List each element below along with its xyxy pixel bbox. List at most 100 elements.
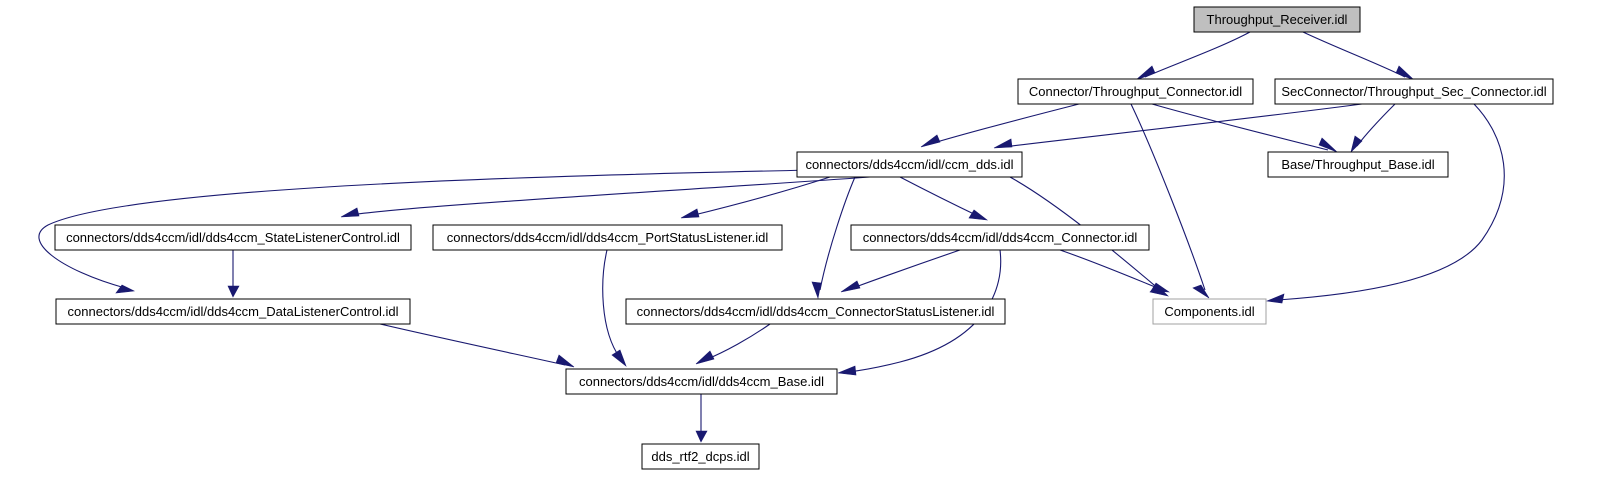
edges-layer (38, 31, 1505, 443)
node-box[interactable] (54, 224, 412, 251)
arrowhead-icon (1265, 293, 1285, 304)
edge-dds4ccm_connector-to-components (1059, 249, 1171, 293)
node-label: SecConnector/Throughput_Sec_Connector.id… (1281, 84, 1546, 99)
edge-line (689, 176, 831, 217)
edge-line (819, 176, 856, 291)
arrowhead-icon (1395, 65, 1415, 81)
edge-data_listener_control-to-dds4ccm_base (379, 323, 575, 368)
edge-line (849, 249, 961, 290)
node-box[interactable] (1274, 78, 1554, 105)
node-connector_status_listener[interactable]: connectors/dds4ccm/idl/dds4ccm_Connector… (625, 298, 1006, 325)
arrowhead-icon (555, 354, 575, 368)
node-state_listener_control[interactable]: connectors/dds4ccm/idl/dds4ccm_StateList… (54, 224, 412, 251)
edge-line (1059, 249, 1161, 290)
node-port_status_listener[interactable]: connectors/dds4ccm/idl/dds4ccm_PortStatu… (432, 224, 783, 251)
node-box[interactable] (850, 224, 1150, 251)
edge-root-to-secconnector_throughput (1302, 31, 1415, 81)
edge-connector_throughput-to-throughput_base (1151, 103, 1338, 153)
edge-line (1144, 31, 1251, 78)
node-label: connectors/dds4ccm/idl/dds4ccm_PortStatu… (447, 230, 769, 245)
arrowhead-icon (115, 284, 136, 294)
arrowhead-icon (993, 138, 1013, 149)
edge-connector_throughput-to-ccm_dds (920, 103, 1080, 148)
arrowhead-icon (695, 350, 715, 365)
node-label: connectors/dds4ccm/idl/ccm_dds.idl (805, 157, 1013, 172)
edge-line (349, 176, 871, 216)
edge-secconnector_throughput-to-throughput_base (1350, 103, 1396, 153)
nodes-layer: Throughput_Receiver.idlConnector/Through… (54, 6, 1554, 470)
node-label: Throughput_Receiver.idl (1207, 12, 1348, 27)
edge-dds4ccm_connector-to-connector_status_listener (840, 249, 961, 293)
node-box[interactable] (432, 224, 783, 251)
arrowhead-icon (227, 285, 240, 298)
node-box[interactable] (565, 368, 838, 395)
node-label: connectors/dds4ccm/idl/dds4ccm_Connector… (863, 230, 1138, 245)
edge-dds4ccm_connector-to-dds4ccm_base (837, 249, 1002, 376)
node-dds4ccm_base[interactable]: connectors/dds4ccm/idl/dds4ccm_Base.idl (565, 368, 838, 395)
node-box[interactable] (796, 151, 1023, 178)
node-ccm_dds[interactable]: connectors/dds4ccm/idl/ccm_dds.idl (796, 151, 1023, 178)
edge-line (602, 249, 621, 359)
edge-root-to-connector_throughput (1135, 31, 1251, 81)
edge-line (1151, 103, 1329, 151)
node-label: Base/Throughput_Base.idl (1281, 157, 1434, 172)
edge-line (1356, 103, 1396, 147)
edge-line (379, 323, 566, 366)
edge-line (1002, 103, 1363, 148)
node-root[interactable]: Throughput_Receiver.idl (1193, 6, 1361, 33)
node-data_listener_control[interactable]: connectors/dds4ccm/idl/dds4ccm_DataListe… (55, 298, 411, 325)
node-throughput_base[interactable]: Base/Throughput_Base.idl (1267, 151, 1449, 178)
edge-state_listener_control-to-data_listener_control (227, 250, 240, 298)
arrowhead-icon (1350, 135, 1363, 153)
arrowhead-icon (1318, 137, 1338, 153)
edge-line (704, 323, 771, 361)
arrowhead-icon (1192, 284, 1210, 299)
edge-port_status_listener-to-dds4ccm_base (602, 249, 627, 367)
node-secconnector_throughput[interactable]: SecConnector/Throughput_Sec_Connector.id… (1274, 78, 1554, 105)
edge-ccm_dds-to-data_listener_control (38, 169, 813, 294)
node-label: Components.idl (1164, 304, 1254, 319)
node-box[interactable] (1193, 6, 1361, 33)
node-box[interactable] (1017, 78, 1254, 105)
arrowhead-icon (611, 349, 627, 367)
arrowhead-icon (840, 280, 861, 293)
edge-ccm_dds-to-connector_status_listener (811, 176, 856, 300)
edge-ccm_dds-to-dds4ccm_connector (899, 176, 989, 221)
node-label: connectors/dds4ccm/idl/dds4ccm_StateList… (66, 230, 400, 245)
edge-connector_status_listener-to-dds4ccm_base (695, 323, 771, 365)
edge-secconnector_throughput-to-components (1265, 103, 1505, 304)
edge-line (1302, 31, 1406, 78)
node-label: connectors/dds4ccm/idl/dds4ccm_DataListe… (68, 304, 399, 319)
edge-line (847, 249, 1002, 373)
edge-secconnector_throughput-to-ccm_dds (993, 103, 1363, 149)
node-label: Connector/Throughput_Connector.idl (1029, 84, 1242, 99)
node-box[interactable] (625, 298, 1006, 325)
edge-connector_throughput-to-components (1130, 103, 1210, 299)
node-connector_throughput[interactable]: Connector/Throughput_Connector.idl (1017, 78, 1254, 105)
edge-ccm_dds-to-state_listener_control (340, 176, 871, 218)
node-box[interactable] (1267, 151, 1449, 178)
edge-dds4ccm_base-to-dds_rtf2_dcps (695, 394, 708, 443)
node-box[interactable] (55, 298, 411, 325)
node-label: dds_rtf2_dcps.idl (651, 449, 749, 464)
arrowhead-icon (811, 281, 822, 300)
node-label: connectors/dds4ccm/idl/dds4ccm_Connector… (637, 304, 995, 319)
arrowhead-icon (695, 430, 708, 443)
edge-line (1130, 103, 1206, 291)
arrowhead-icon (1150, 282, 1171, 293)
node-components[interactable]: Components.idl (1152, 298, 1267, 325)
node-dds_rtf2_dcps[interactable]: dds_rtf2_dcps.idl (641, 443, 760, 470)
arrowhead-icon (1135, 65, 1156, 81)
arrowhead-icon (340, 207, 360, 218)
arrowhead-icon (837, 365, 857, 376)
arrowhead-icon (680, 208, 700, 219)
edge-line (1277, 103, 1505, 301)
node-box[interactable] (1152, 298, 1267, 325)
node-box[interactable] (641, 443, 760, 470)
edge-line (38, 169, 813, 289)
arrowhead-icon (968, 209, 989, 221)
node-dds4ccm_connector[interactable]: connectors/dds4ccm/idl/dds4ccm_Connector… (850, 224, 1150, 251)
node-label: connectors/dds4ccm/idl/dds4ccm_Base.idl (579, 374, 824, 389)
